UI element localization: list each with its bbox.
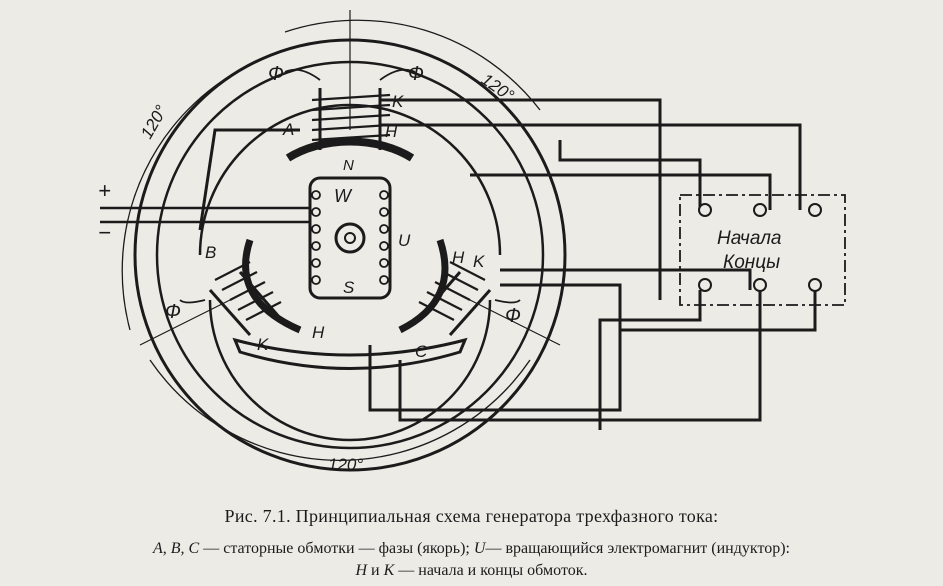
flux-label-top-right: Ф xyxy=(408,63,424,85)
pole-c-shoe xyxy=(398,238,449,334)
caption-phase-symbols: A, B, C xyxy=(153,540,200,557)
plus-sign: + xyxy=(98,178,111,203)
caption-k-symbol: K xyxy=(383,562,395,579)
caption-rotor-text: — вращающийся электромагнит (индуктор): xyxy=(485,540,790,557)
angle-arc-left xyxy=(121,59,261,331)
angle-arc-top xyxy=(284,19,541,111)
rotor-shaft xyxy=(334,222,366,254)
minus-sign: − xyxy=(98,220,111,245)
bottom-shoe xyxy=(232,337,468,370)
figure-caption-line3: H и K — начала и концы обмоток. xyxy=(0,560,943,582)
angle-label-bottom: 120° xyxy=(328,455,363,474)
phase-c-begin-label: H xyxy=(452,248,465,267)
caption-and: и xyxy=(367,562,384,579)
flux-label-right: Ф xyxy=(505,305,521,327)
terminal-end-3 xyxy=(808,278,822,292)
figure-caption-line2: A, B, C — статорные обмотки — фазы (якор… xyxy=(0,538,943,560)
phase-a-label: A xyxy=(282,120,294,139)
winding-w-label: W xyxy=(334,186,353,206)
caption-ends-text: — начала и концы обмоток. xyxy=(394,562,588,579)
terminal-end-2 xyxy=(753,278,767,292)
rotor-body xyxy=(308,176,392,300)
generator-diagram: Ф Ф Ф Ф 120° 120° 120° + − A K H B K H C… xyxy=(98,10,846,474)
flux-label-left: Ф xyxy=(165,301,181,323)
pole-s-label: S xyxy=(343,278,355,297)
phase-a-end-label: K xyxy=(392,92,404,111)
phase-b-label: B xyxy=(205,243,216,262)
phase-b-begin-label: H xyxy=(312,323,325,342)
terminal-begin-2 xyxy=(753,203,767,217)
terminal-ends-label: Концы xyxy=(723,252,780,273)
flux-label-top-left: Ф xyxy=(268,63,284,85)
phase-a-begin-label: H xyxy=(385,122,398,141)
phase-c-label: C xyxy=(415,342,428,361)
pole-n-label: N xyxy=(343,157,354,174)
phase-c-end-label: K xyxy=(473,252,485,271)
pole-b-shoe xyxy=(242,238,302,334)
figure-caption-title: Рис. 7.1. Принципиальная схема генератор… xyxy=(224,506,719,526)
terminal-end-1 xyxy=(698,278,712,292)
terminal-begins-label: Начала xyxy=(717,228,782,249)
phase-b-end-label: K xyxy=(257,335,269,354)
caption-u-symbol: U xyxy=(473,540,486,557)
caption-h-symbol: H xyxy=(355,562,368,579)
terminal-begin-3 xyxy=(808,203,822,217)
pole-a-shoe xyxy=(285,137,415,162)
caption-stator-text: — статорные обмотки — фазы (якорь); xyxy=(199,540,474,557)
terminal-box xyxy=(679,194,846,306)
rotor-u-label: U xyxy=(398,231,411,250)
terminal-begin-1 xyxy=(698,203,712,217)
